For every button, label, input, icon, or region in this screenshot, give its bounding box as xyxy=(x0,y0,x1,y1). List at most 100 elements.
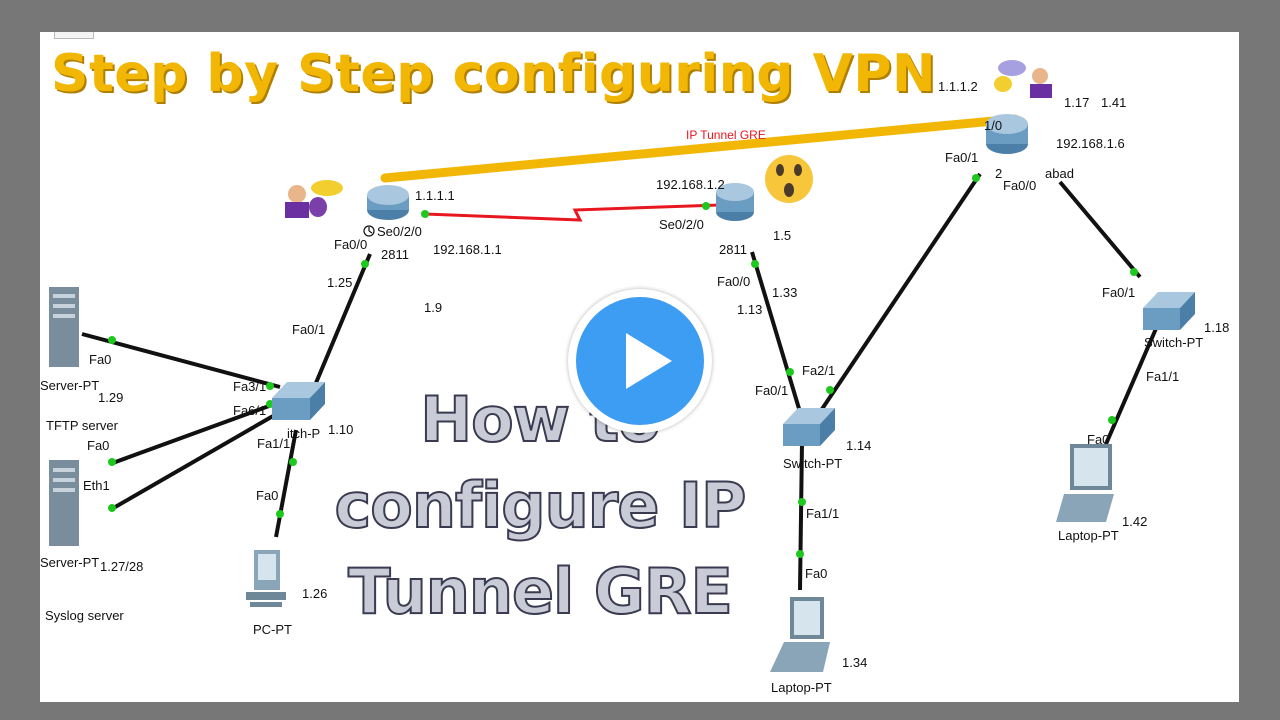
switch-center-ip: 1.14 xyxy=(846,438,872,453)
router-left-lan-port: Fa0/0 xyxy=(334,237,368,252)
server-tftp-role: TFTP server xyxy=(46,418,118,433)
overlay-line-3: Tunnel GRE xyxy=(347,554,734,629)
switch-center-port-b: Fa2/1 xyxy=(802,363,836,378)
overlay-heading: How to configure IP Tunnel GRE xyxy=(310,377,770,635)
router-center-serial-port: Se0/2/0 xyxy=(659,217,704,232)
switch-center-icon[interactable] xyxy=(783,408,835,446)
port-dot xyxy=(108,458,116,466)
switch-left-label: itch-P xyxy=(287,426,321,441)
surprised-emoji-icon xyxy=(765,155,813,203)
router-left-lan-ip: 1.25 xyxy=(327,275,353,290)
clock-icon xyxy=(363,225,375,237)
port-dot xyxy=(108,336,116,344)
switch-center-port-a: Fa0/1 xyxy=(755,383,789,398)
laptop-right-icon[interactable] xyxy=(1056,444,1114,522)
router-right-tag: 1/0 xyxy=(984,118,1003,133)
play-button-circle xyxy=(576,297,704,425)
page-title: Step by Step configuring VPN xyxy=(51,44,936,104)
switch-right-label: Switch-PT xyxy=(1144,335,1204,350)
switch-right-icon[interactable] xyxy=(1143,292,1195,330)
switch-left-ip: 1.10 xyxy=(328,422,354,437)
port-dot xyxy=(786,368,794,376)
router-center-lan-ip: 1.5 xyxy=(773,228,792,243)
serial-link xyxy=(424,203,721,222)
router-right-port-a: Fa0/1 xyxy=(945,150,979,165)
link-switch-left-pc xyxy=(274,429,298,538)
switch-right-ip: 1.18 xyxy=(1204,320,1230,335)
pc-icon[interactable] xyxy=(246,550,286,607)
server-tftp-label: Server-PT xyxy=(40,378,100,393)
port-dot xyxy=(276,510,284,518)
live-chat-sticker-right-icon xyxy=(994,60,1052,98)
router-left-icon[interactable] xyxy=(367,185,409,220)
router-left-serial-port: Se0/2/0 xyxy=(377,224,422,239)
router-center-ip-b: 1.13 xyxy=(737,302,763,317)
port-dot xyxy=(796,550,804,558)
router-right-port-b: Fa0/0 xyxy=(1003,178,1037,193)
link-router-right-switch-right xyxy=(1058,180,1142,279)
server-syslog-label: Server-PT xyxy=(40,555,100,570)
port-indicators xyxy=(108,174,1138,558)
server-tftp-ip: 1.29 xyxy=(98,390,124,405)
network-canvas: Step by Step configuring VPN IP Tunnel G… xyxy=(40,32,1239,702)
ethernet-links xyxy=(81,172,1160,591)
topology-diagram xyxy=(49,60,1195,672)
router-center-model: 2811 xyxy=(719,242,747,257)
port-dot xyxy=(108,504,116,512)
window-corner xyxy=(54,32,94,39)
overlay-line-2: configure IP xyxy=(334,468,748,543)
pc-label: PC-PT xyxy=(253,622,292,637)
server-syslog-role: Syslog server xyxy=(45,608,124,623)
router-right-ip-c: 192.168.1.6 xyxy=(1056,136,1125,151)
pc-ip: 1.26 xyxy=(302,586,328,601)
switch-left-icon[interactable] xyxy=(272,382,325,420)
laptop-center-ip: 1.34 xyxy=(842,655,868,670)
router-right-model: 2 xyxy=(995,166,1003,181)
switch-center-label: Switch-PT xyxy=(783,456,843,471)
laptop-center-icon[interactable] xyxy=(770,597,830,672)
switch-right-port-down: Fa1/1 xyxy=(1146,369,1180,384)
server-tftp-icon[interactable] xyxy=(49,287,79,367)
port-dot xyxy=(702,202,710,210)
port-dot xyxy=(826,386,834,394)
port-dot xyxy=(1108,416,1116,424)
link-switch-left-server-syslog-a xyxy=(109,400,281,466)
port-dot xyxy=(361,260,369,268)
switch-right-port-up: Fa0/1 xyxy=(1102,285,1136,300)
link-switch-center-router-right xyxy=(818,172,982,414)
router-center-icon[interactable] xyxy=(716,183,754,221)
link-switch-left-server-syslog-b xyxy=(109,410,281,512)
router-right-ip-b: 1.41 xyxy=(1101,95,1127,110)
server-syslog-icon[interactable] xyxy=(49,460,79,546)
port-dot xyxy=(751,260,759,268)
router-center-serial-ip: 192.168.1.2 xyxy=(656,177,725,192)
laptop-right-ip: 1.42 xyxy=(1122,514,1148,529)
link-router-center-switch-center xyxy=(750,251,802,413)
router-right-tunnel-ip: 1.1.1.2 xyxy=(938,79,978,94)
router-right-ip-a: 1.17 xyxy=(1064,95,1090,110)
port-dot xyxy=(266,382,274,390)
router-center-ip-a: 1.33 xyxy=(772,285,798,300)
laptop-center-port: Fa0 xyxy=(805,566,828,581)
server-tftp-port: Fa0 xyxy=(89,352,112,367)
switch-left-port-up: Fa0/1 xyxy=(292,322,326,337)
router-left-extra-ip: 1.9 xyxy=(424,300,443,315)
laptop-right-port: Fa0 xyxy=(1087,432,1110,447)
switch-left-port-b: Fa6/1 xyxy=(233,403,267,418)
tunnel-label: IP Tunnel GRE xyxy=(686,128,766,142)
gre-tunnel-line xyxy=(380,114,1020,183)
switch-center-port-down: Fa1/1 xyxy=(806,506,840,521)
play-icon xyxy=(626,333,672,389)
router-left-serial-ip: 192.168.1.1 xyxy=(433,242,502,257)
router-right-icon[interactable] xyxy=(986,114,1028,154)
play-button[interactable] xyxy=(568,289,712,433)
server-syslog-port-a: Fa0 xyxy=(87,438,110,453)
link-switch-left-server-tftp xyxy=(81,332,281,389)
router-left-wan-ip: 1.1.1.1 xyxy=(415,188,455,203)
port-dot xyxy=(1130,268,1138,276)
link-switch-right-laptop xyxy=(1104,323,1160,445)
router-right-name: abad xyxy=(1045,166,1074,181)
port-dot xyxy=(798,498,806,506)
router-center-lan-port: Fa0/0 xyxy=(717,274,751,289)
laptop-right-label: Laptop-PT xyxy=(1058,528,1119,543)
